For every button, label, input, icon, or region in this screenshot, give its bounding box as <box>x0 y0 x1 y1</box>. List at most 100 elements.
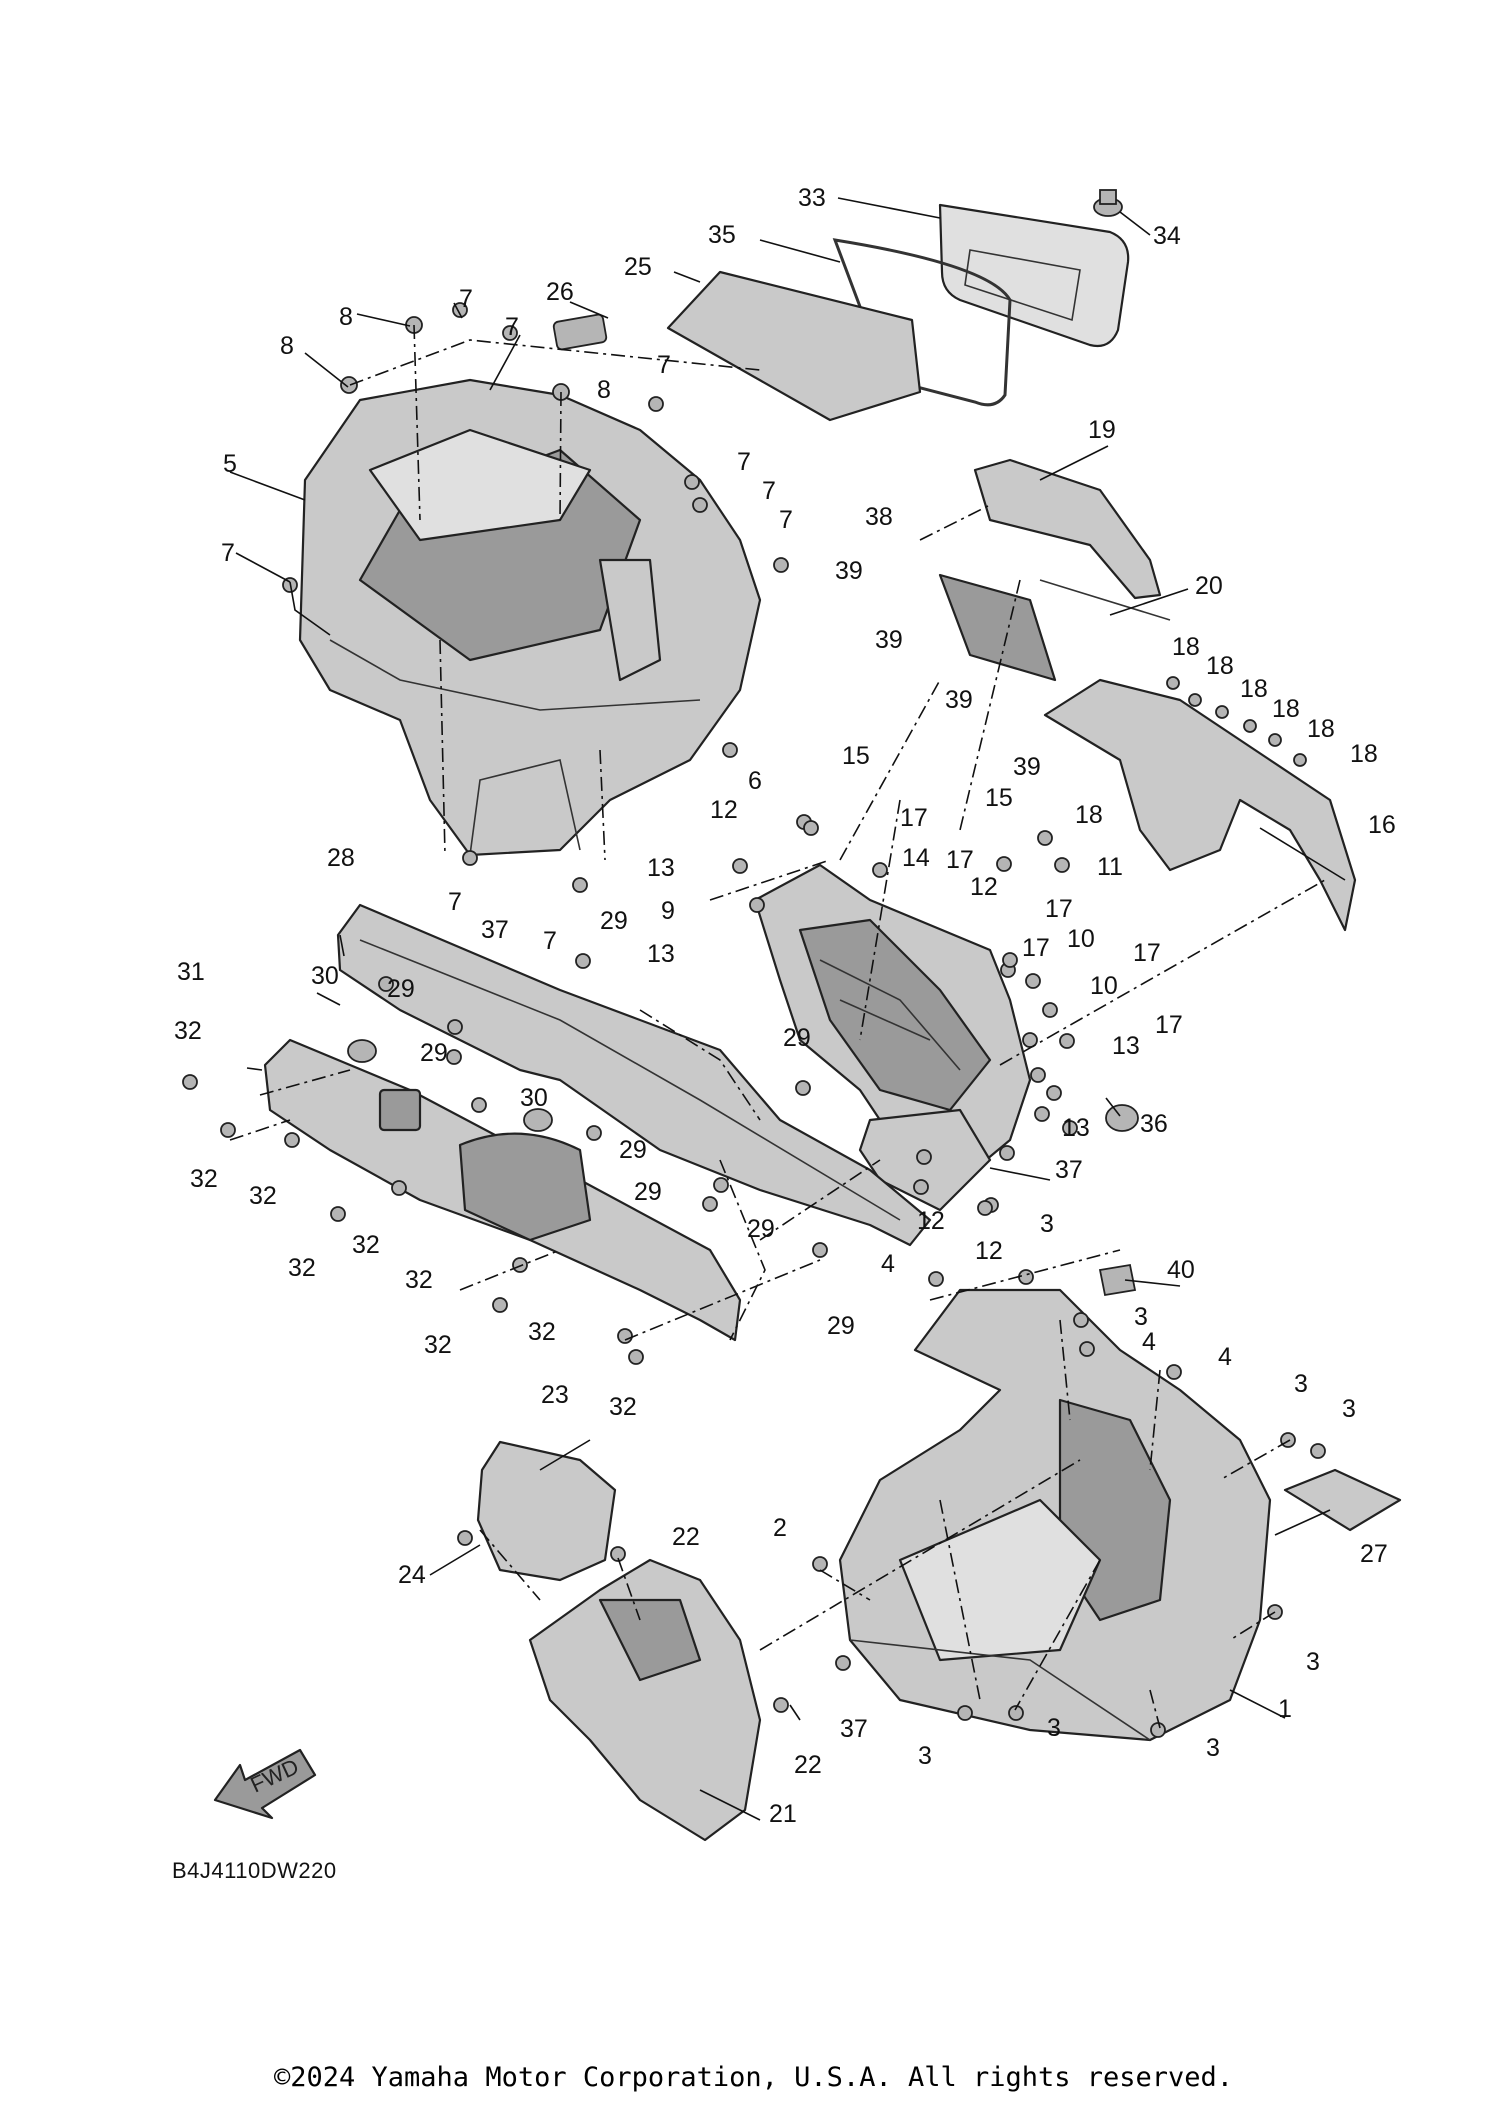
part-26-bracket <box>552 313 608 351</box>
callout-3: 3 <box>1294 1370 1308 1398</box>
callout-32: 32 <box>528 1318 556 1346</box>
callout-40: 40 <box>1167 1256 1195 1284</box>
callout-8: 8 <box>339 303 353 331</box>
callout-39: 39 <box>875 626 903 654</box>
callout-18: 18 <box>1350 740 1378 768</box>
part-21-panel <box>528 1558 762 1842</box>
callout-18: 18 <box>1240 675 1268 703</box>
part-16-side-cover <box>1043 678 1357 932</box>
callout-30: 30 <box>311 962 339 990</box>
callout-4: 4 <box>881 1250 895 1278</box>
callout-7: 7 <box>657 351 671 379</box>
part-40-bracket <box>1098 1263 1137 1297</box>
callout-23: 23 <box>541 1381 569 1409</box>
callout-13: 13 <box>1112 1032 1140 1060</box>
callout-16: 16 <box>1368 811 1396 839</box>
callout-3: 3 <box>1134 1303 1148 1331</box>
callout-7: 7 <box>762 477 776 505</box>
callout-7: 7 <box>505 313 519 341</box>
callout-4: 4 <box>1142 1328 1156 1356</box>
callout-12: 12 <box>710 796 738 824</box>
assembly-lines <box>229 324 1326 1729</box>
callout-15: 15 <box>842 742 870 770</box>
callout-8: 8 <box>597 376 611 404</box>
callout-13: 13 <box>1062 1114 1090 1142</box>
callout-22: 22 <box>672 1523 700 1551</box>
callout-39: 39 <box>945 686 973 714</box>
part-34-grommet <box>1093 189 1123 217</box>
callout-32: 32 <box>174 1017 202 1045</box>
callout-37: 37 <box>840 1715 868 1743</box>
callout-36: 36 <box>1140 1110 1168 1138</box>
part-5-upper-body <box>298 378 762 857</box>
part-20-rod <box>1039 579 1171 621</box>
callout-13: 13 <box>647 940 675 968</box>
part-36-nut <box>1105 1104 1139 1132</box>
callout-29: 29 <box>747 1215 775 1243</box>
callout-28: 28 <box>327 844 355 872</box>
leader-lines <box>229 197 1346 1821</box>
callout-6: 6 <box>748 767 762 795</box>
callout-19: 19 <box>1088 416 1116 444</box>
callout-10: 10 <box>1067 925 1095 953</box>
callout-17: 17 <box>1045 895 1073 923</box>
callout-18: 18 <box>1206 652 1234 680</box>
part-1-lower-body <box>838 1288 1272 1742</box>
callout-7: 7 <box>221 539 235 567</box>
callout-5: 5 <box>223 450 237 478</box>
callout-32: 32 <box>424 1331 452 1359</box>
callout-25: 25 <box>624 253 652 281</box>
callout-3: 3 <box>1047 1714 1061 1742</box>
callout-29: 29 <box>783 1024 811 1052</box>
callout-3: 3 <box>1342 1395 1356 1423</box>
callout-32: 32 <box>352 1231 380 1259</box>
part-19-bracket <box>973 458 1162 600</box>
callout-labels: 1 2 3 3 3 3 3 3 3 3 4 4 4 5 6 7 7 7 7 7 … <box>174 184 1396 1828</box>
callout-17: 17 <box>900 804 928 832</box>
callout-1: 1 <box>1278 1695 1292 1723</box>
part-25-panel <box>666 270 922 422</box>
callout-3: 3 <box>918 1742 932 1770</box>
diagram-code: B4J4110DW220 <box>172 1858 337 1883</box>
callout-29: 29 <box>387 975 415 1003</box>
callout-32: 32 <box>609 1393 637 1421</box>
callout-12: 12 <box>970 873 998 901</box>
callout-17: 17 <box>1133 939 1161 967</box>
callout-26: 26 <box>546 278 574 306</box>
callout-29: 29 <box>634 1178 662 1206</box>
callout-7: 7 <box>779 506 793 534</box>
callout-2: 2 <box>773 1514 787 1542</box>
callout-18: 18 <box>1075 801 1103 829</box>
part-30-grommet-a <box>347 1039 377 1063</box>
callout-31: 31 <box>177 958 205 986</box>
callout-15: 15 <box>985 784 1013 812</box>
callout-29: 29 <box>827 1312 855 1340</box>
callout-8: 8 <box>280 332 294 360</box>
callout-9: 9 <box>661 897 675 925</box>
part-38-pad <box>938 573 1057 682</box>
callout-7: 7 <box>543 927 557 955</box>
callout-32: 32 <box>405 1266 433 1294</box>
callout-39: 39 <box>1013 753 1041 781</box>
callout-22: 22 <box>794 1751 822 1779</box>
callout-37: 37 <box>1055 1156 1083 1184</box>
callout-18: 18 <box>1272 695 1300 723</box>
part-28-crossbar <box>336 903 932 1247</box>
callout-11: 11 <box>1097 853 1123 881</box>
callout-3: 3 <box>1206 1734 1220 1762</box>
callout-32: 32 <box>288 1254 316 1282</box>
callout-30: 30 <box>520 1084 548 1112</box>
fasteners <box>182 302 1326 1738</box>
callout-18: 18 <box>1307 715 1335 743</box>
callout-17: 17 <box>1155 1011 1183 1039</box>
callout-35: 35 <box>708 221 736 249</box>
callout-17: 17 <box>946 846 974 874</box>
callout-34: 34 <box>1153 222 1181 250</box>
callout-17: 17 <box>1022 934 1050 962</box>
callout-12: 12 <box>917 1207 945 1235</box>
callout-7: 7 <box>459 285 473 313</box>
part-30-grommet-b <box>523 1108 553 1132</box>
callout-18: 18 <box>1172 633 1200 661</box>
callout-7: 7 <box>737 448 751 476</box>
